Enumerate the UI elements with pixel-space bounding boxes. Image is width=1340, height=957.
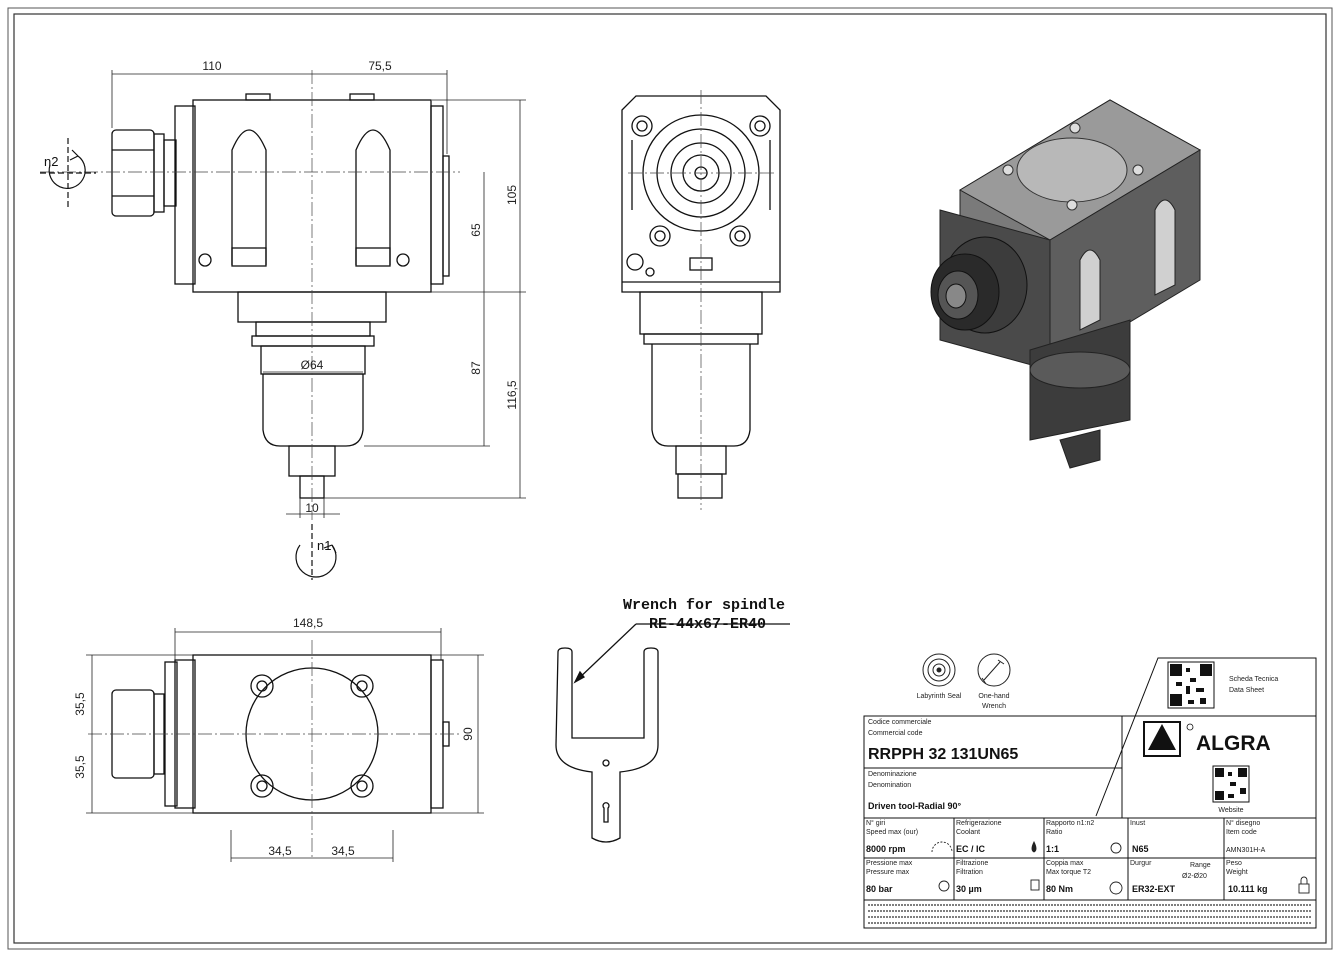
dim-height-65: 65 bbox=[469, 223, 483, 237]
field-ratio-value: 1:1 bbox=[1046, 844, 1059, 854]
field-item-label-it: N° disegno bbox=[1226, 819, 1260, 827]
code-label-en: Commercial code bbox=[868, 730, 923, 737]
lock-shackle-icon bbox=[1300, 876, 1308, 884]
denom-label-it: Denominazione bbox=[868, 771, 917, 778]
field-pressure-label-en: Pressure max bbox=[866, 869, 910, 876]
outer-frame bbox=[7, 7, 1333, 950]
rotation-n1-label: n1 bbox=[317, 538, 331, 553]
dim-diameter: Ø64 bbox=[301, 358, 324, 372]
code-value: RRPPH 32 131UN65 bbox=[868, 746, 1018, 763]
dim-shank: 10 bbox=[305, 501, 319, 515]
dim-side-right: 75,5 bbox=[368, 59, 392, 73]
field-inust-value: N65 bbox=[1132, 844, 1149, 854]
one-hand-wrench-icon bbox=[977, 653, 1011, 687]
field-speed-value: 8000 rpm bbox=[866, 844, 906, 854]
field-ratio-label-it: Rapporto n1:n2 bbox=[1046, 820, 1094, 827]
torque-icon bbox=[1109, 881, 1123, 895]
field-pressure-label-it: Pressione max bbox=[866, 860, 913, 867]
field-weight-label-en: Weight bbox=[1226, 869, 1248, 876]
wrench-label-2: Wrench bbox=[982, 703, 1006, 710]
rotation-n2-icon bbox=[40, 138, 96, 208]
field-torque-label-en: Max torque T2 bbox=[1046, 869, 1091, 876]
wrench-drawing bbox=[555, 623, 790, 843]
field-speed-label-en: Speed max (our) bbox=[866, 829, 918, 836]
dim-bottom-h1: 35,5 bbox=[73, 692, 87, 716]
brand-name: ALGRA bbox=[1196, 732, 1271, 755]
website-qr-icon bbox=[1212, 765, 1250, 803]
field-inust-label: Inust bbox=[1130, 820, 1145, 827]
code-label-it: Codice commerciale bbox=[868, 719, 932, 726]
field-filtration-label-en: Filtration bbox=[956, 869, 983, 876]
denom-value: Driven tool-Radial 90° bbox=[868, 801, 962, 811]
inner-frame bbox=[13, 13, 1327, 944]
weight-lock-icon bbox=[1298, 883, 1310, 894]
field-item-value: AMN301H-A bbox=[1226, 847, 1266, 854]
website-label: Website bbox=[1218, 807, 1243, 814]
wrench-label-1: One-hand bbox=[978, 693, 1009, 700]
dim-bottom-w1: 34,5 bbox=[268, 844, 292, 858]
dim-bottom-width: 148,5 bbox=[293, 616, 323, 630]
field-item-label-en: Item code bbox=[1226, 829, 1257, 836]
coolant-drop-icon bbox=[1031, 840, 1037, 853]
field-filtration-label-it: Filtrazione bbox=[956, 860, 988, 867]
wrench-title: Wrench for spindle bbox=[623, 597, 785, 614]
iso-3d-view bbox=[930, 99, 1201, 469]
sheet-label-1: Scheda Tecnica bbox=[1229, 676, 1278, 683]
legal-text-strip bbox=[868, 904, 1312, 924]
rotation-n1-icon bbox=[295, 524, 337, 580]
dim-bottom-90: 90 bbox=[461, 727, 475, 741]
field-coolant-label-en: Coolant bbox=[956, 829, 980, 836]
range-label: Range bbox=[1190, 862, 1211, 869]
bottom-centerlines bbox=[88, 640, 460, 860]
labyrinth-seal-icon bbox=[922, 653, 956, 687]
title-block bbox=[863, 657, 1317, 929]
speed-gauge-icon bbox=[931, 841, 953, 853]
dim-bottom-w2: 34,5 bbox=[331, 844, 355, 858]
side-dim-lines bbox=[111, 70, 526, 518]
field-torque-value: 80 Nm bbox=[1046, 884, 1073, 894]
wrench-code: RE-44x67-ER40 bbox=[649, 616, 766, 633]
field-ratio-label-en: Ratio bbox=[1046, 829, 1062, 836]
algra-logo-icon bbox=[1143, 721, 1194, 757]
gear-icon bbox=[1110, 842, 1122, 854]
dim-height-87: 87 bbox=[469, 361, 483, 375]
dim-bottom-h2: 35,5 bbox=[73, 755, 87, 779]
field-collet-value: ER32-EXT bbox=[1132, 884, 1176, 894]
field-torque-label-it: Coppia max bbox=[1046, 860, 1084, 867]
bottom-dim-lines bbox=[86, 628, 484, 862]
field-coolant-label-it: Refrigerazione bbox=[956, 820, 1002, 827]
dim-height-105: 105 bbox=[505, 185, 519, 205]
pressure-gauge-icon bbox=[938, 880, 950, 892]
range-value: Ø2-Ø20 bbox=[1182, 873, 1207, 880]
front-centerlines bbox=[628, 90, 774, 510]
field-collet-label: Durgur bbox=[1130, 860, 1152, 867]
field-filtration-value: 30 µm bbox=[956, 884, 982, 894]
field-pressure-value: 80 bar bbox=[866, 884, 893, 894]
field-coolant-value: EC / IC bbox=[956, 844, 986, 854]
dim-side-left: 110 bbox=[202, 59, 221, 73]
field-speed-label-it: N° giri bbox=[866, 819, 886, 827]
rotation-n2-label: n2 bbox=[44, 154, 58, 169]
field-weight-label-it: Peso bbox=[1226, 860, 1242, 867]
field-weight-value: 10.111 kg bbox=[1228, 884, 1268, 894]
sheet-label-2: Data Sheet bbox=[1229, 687, 1264, 694]
datasheet-qr-icon bbox=[1167, 661, 1215, 709]
side-centerlines bbox=[40, 70, 460, 520]
side-view bbox=[111, 93, 450, 499]
filter-icon bbox=[1030, 879, 1040, 891]
dim-height-116: 116,5 bbox=[505, 380, 519, 409]
denom-label-en: Denomination bbox=[868, 782, 911, 789]
seal-label: Labyrinth Seal bbox=[917, 693, 962, 700]
